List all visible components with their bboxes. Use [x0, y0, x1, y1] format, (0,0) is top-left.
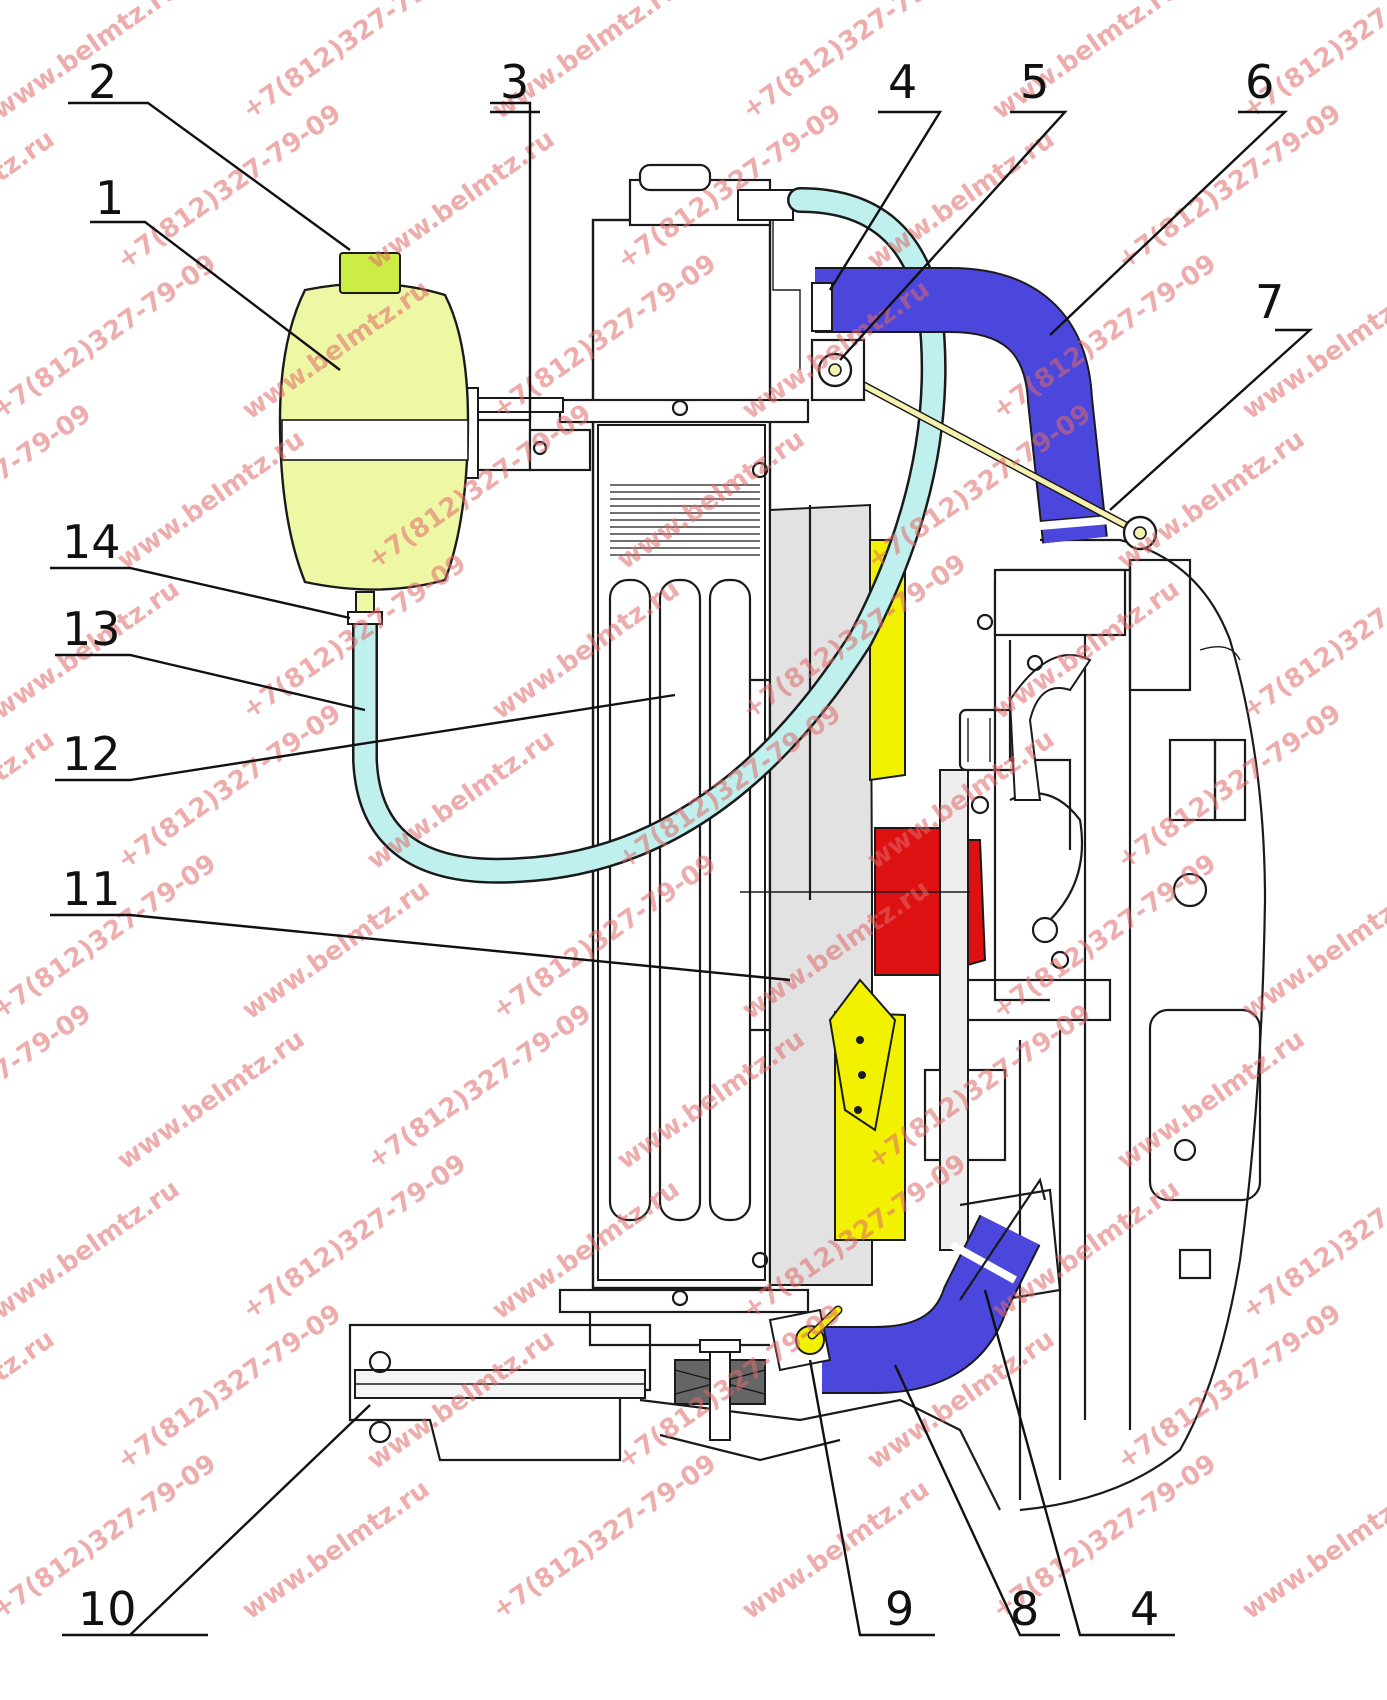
vent-tube[interactable]: [810, 338, 1158, 551]
watermark-text: +7(812)327-79-09: [1112, 699, 1347, 876]
callout-7: 7: [1255, 275, 1284, 329]
watermark-text: www.belmtz.ru: [0, 1174, 185, 1326]
watermark-text: +7(812)327-79-09: [987, 849, 1222, 1026]
watermark-text: +7(812)327-79-09: [1237, 549, 1387, 726]
watermark-text: +7(812)327-79-09: [0, 249, 222, 426]
callout-11: 11: [62, 862, 121, 916]
watermark-text: +7(812)327-79-09: [112, 699, 347, 876]
radiator-cap[interactable]: [638, 163, 712, 192]
callout-14: 14: [62, 515, 121, 569]
callout-1: 1: [95, 171, 124, 225]
watermark-text: www.belmtz.ru: [237, 1474, 435, 1626]
watermark-text: www.belmtz.ru: [0, 1324, 60, 1476]
callout-13: 13: [62, 602, 121, 656]
tank-cap[interactable]: [339, 252, 401, 294]
callout-5: 5: [1020, 55, 1049, 109]
callout-10: 10: [78, 1582, 137, 1636]
watermark-text: www.belmtz.ru: [1237, 1474, 1387, 1626]
drain-valve[interactable]: [768, 1305, 843, 1372]
radiator-mount[interactable]: [674, 1339, 766, 1441]
watermark-text: +7(812)327-79-09: [1112, 99, 1347, 276]
engine-block: [923, 538, 1267, 1512]
oil-pan: [348, 1323, 1001, 1511]
callout-2: 2: [88, 55, 117, 109]
watermark-text: www.belmtz.ru: [1237, 874, 1387, 1026]
watermark-text: +7(812)327-79-09: [487, 1449, 722, 1626]
callouts: 2 1 3 4 5 6 7 14 13 12 11 10 9 8 4: [62, 55, 1284, 1636]
watermark-text: +7(812)327-79-09: [737, 0, 972, 126]
callout-3: 3: [500, 55, 529, 109]
callout-12: 12: [62, 727, 121, 781]
callout-9: 9: [885, 1582, 914, 1636]
watermark-text: www.belmtz.ru: [1112, 1024, 1310, 1176]
watermark-text: +7(812)327-79-09: [112, 1299, 347, 1476]
leader-lines: [50, 101, 1314, 1637]
upper-radiator-hose[interactable]: [811, 267, 1111, 544]
watermark-text: +7(812)327-79-09: [362, 999, 597, 1176]
watermark-text: www.belmtz.ru: [0, 724, 60, 876]
fan-hub[interactable]: [740, 769, 987, 1251]
callout-4-top: 4: [888, 55, 917, 109]
watermark-text: +7(812)327-79-09: [237, 1149, 472, 1326]
watermark-text: www.belmtz.ru: [1112, 424, 1310, 576]
watermark-text: +7(812)327-79-09: [0, 999, 97, 1176]
watermark-text: www.belmtz.ru: [862, 124, 1060, 276]
watermark-text: +7(812)327-79-09: [1112, 1299, 1347, 1476]
watermark-text: www.belmtz.ru: [362, 1324, 560, 1476]
radiator-core-fins: [610, 484, 760, 556]
callout-8: 8: [1010, 1582, 1039, 1636]
hose-clamp-upper[interactable]: [811, 282, 833, 332]
watermark-text: +7(812)327-79-09: [237, 0, 472, 126]
watermark-text: www.belmtz.ru: [237, 874, 435, 1026]
water-pump-housing: [959, 568, 1127, 1302]
watermark-text: www.belmtz.ru: [112, 424, 310, 576]
callout-6: 6: [1245, 55, 1274, 109]
watermark-text: www.belmtz.ru: [362, 724, 560, 876]
watermark-text: www.belmtz.ru: [0, 124, 60, 276]
callout-4-bottom: 4: [1130, 1582, 1159, 1636]
lower-radiator-hose[interactable]: [822, 1177, 1047, 1394]
watermark-text: www.belmtz.ru: [112, 1024, 310, 1176]
watermark-text: www.belmtz.ru: [987, 0, 1185, 126]
watermark-text: +7(812)327-79-09: [112, 99, 347, 276]
